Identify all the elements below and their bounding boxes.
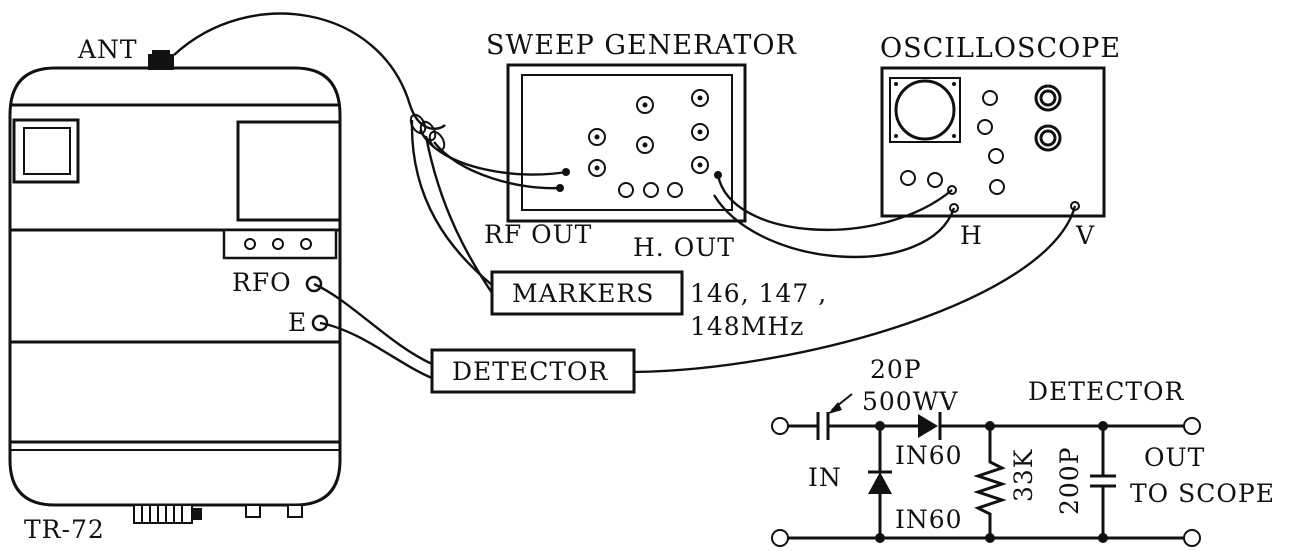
cap2-label: 200P <box>1055 446 1084 515</box>
diode1-label: IN60 <box>895 441 963 470</box>
detector-schematic: 20P 500WV DETECTOR IN60 IN60 IN 33K 200P… <box>771 355 1275 547</box>
in-label: IN <box>808 463 842 492</box>
sweep-generator-title: SWEEP GENERATOR <box>486 30 797 61</box>
transceiver-tr72: ANT RFO E TR-72 <box>8 35 342 544</box>
v-input-label: V <box>1075 221 1095 250</box>
schematic-title: DETECTOR <box>1028 377 1185 406</box>
to-scope-label: TO SCOPE <box>1130 479 1275 508</box>
diode2-label: IN60 <box>895 505 963 534</box>
markers-label: MARKERS <box>512 279 654 308</box>
detector-box-label: DETECTOR <box>452 357 609 386</box>
ant-connector <box>148 54 174 70</box>
h-input-label: H <box>960 221 983 250</box>
resistor-label: 33K <box>1009 448 1038 502</box>
out-label: OUT <box>1144 443 1205 472</box>
marker-freq-line1: 146, 147 , <box>690 279 827 308</box>
cables <box>173 12 1077 380</box>
markers-box: MARKERS 146, 147 , 148MHz <box>490 270 827 341</box>
rf-out-label: RF OUT <box>484 220 592 249</box>
e-label: E <box>288 308 307 337</box>
detector-box: DETECTOR <box>430 348 636 394</box>
oscilloscope-title: OSCILLOSCOPE <box>880 33 1121 64</box>
ant-label: ANT <box>77 35 138 64</box>
marker-freq-line2: 148MHz <box>690 312 804 341</box>
sweep-generator: SWEEP GENERATOR RF OUT H. OUT <box>484 30 797 262</box>
oscilloscope: OSCILLOSCOPE H V <box>880 33 1121 250</box>
rfo-label: RFO <box>232 268 292 297</box>
h-out-label: H. OUT <box>633 233 735 262</box>
cap-voltage-label: 500WV <box>862 387 958 416</box>
cap-value-label: 20P <box>870 355 922 384</box>
tr72-model-label: TR-72 <box>24 515 105 544</box>
